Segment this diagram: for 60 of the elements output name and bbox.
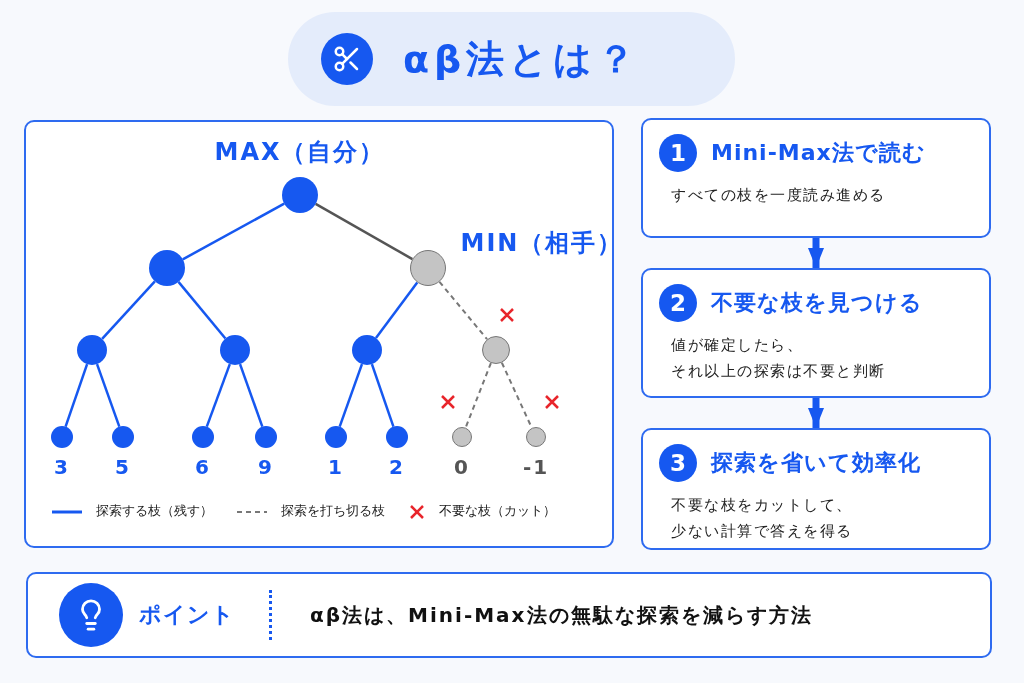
step-number: 2 — [659, 284, 697, 322]
tree-branch — [464, 362, 492, 429]
step-description: すべての枝を一度読み進める — [670, 185, 887, 206]
step-description: 不要な枝をカットして、少ない計算で答えを得る — [670, 495, 854, 543]
tree-node — [325, 426, 347, 448]
leaf-value: 3 — [54, 455, 70, 479]
tree-panel — [24, 120, 614, 548]
tree-branch — [64, 363, 89, 427]
tree-node — [149, 250, 185, 286]
tree-node — [77, 335, 107, 365]
legend-text: 探索する枝（残す） — [96, 503, 213, 520]
tree-node — [255, 426, 277, 448]
point-bar — [26, 572, 992, 658]
step-heading: 探索を省いて効率化 — [711, 449, 921, 477]
tree-branch — [95, 363, 121, 428]
legend-text: 不要な枝（カット） — [439, 503, 556, 520]
tree-branch — [205, 363, 231, 428]
tree-node — [192, 426, 214, 448]
title: αβ法とは？ — [403, 35, 641, 83]
tree-branch — [238, 363, 264, 428]
arrow — [808, 238, 824, 268]
tree-node — [220, 335, 250, 365]
step-number: 1 — [659, 134, 697, 172]
tree-branch — [101, 280, 156, 340]
level-label: MIN（相手） — [460, 228, 624, 259]
pruned-node — [452, 427, 472, 447]
leaf-value: 5 — [115, 455, 131, 479]
tree-branch — [438, 280, 489, 341]
step-box — [641, 118, 991, 238]
tree-branch — [338, 363, 364, 428]
leaf-value: -1 — [522, 455, 550, 479]
tree-branch — [177, 281, 227, 340]
pruned-node — [410, 250, 446, 286]
step-description: 値が確定したら、それ以上の探索は不要と判断 — [670, 335, 887, 383]
step-heading: 不要な枝を見つける — [711, 289, 923, 317]
step-box — [641, 268, 991, 398]
tree-branch — [370, 363, 395, 427]
leaf-value: 1 — [328, 455, 344, 479]
pruned-node — [482, 336, 510, 364]
level-label: MAX（自分） — [214, 137, 386, 168]
tree-node — [352, 335, 382, 365]
leaf-value: 9 — [258, 455, 274, 479]
leaf-value: 2 — [389, 455, 405, 479]
tree-node — [112, 426, 134, 448]
tree-node — [282, 177, 318, 213]
step-number: 3 — [659, 444, 697, 482]
legend-text: 探索を打ち切る枝 — [281, 503, 385, 520]
tree-branch — [374, 281, 419, 339]
step-heading: Mini-Max法で読む — [711, 139, 926, 167]
pruned-node — [526, 427, 546, 447]
leaf-value: 6 — [195, 455, 211, 479]
tree-node — [386, 426, 408, 448]
point-heading: ポイント — [139, 601, 236, 629]
tree-branch — [182, 202, 285, 261]
tree-node — [51, 426, 73, 448]
arrow — [808, 398, 824, 428]
tree-branch — [315, 202, 413, 261]
step-box — [641, 428, 991, 550]
leaf-value: 0 — [454, 455, 470, 479]
point-text: αβ法は、Mini-Max法の無駄な探索を減らす方法 — [310, 601, 813, 629]
